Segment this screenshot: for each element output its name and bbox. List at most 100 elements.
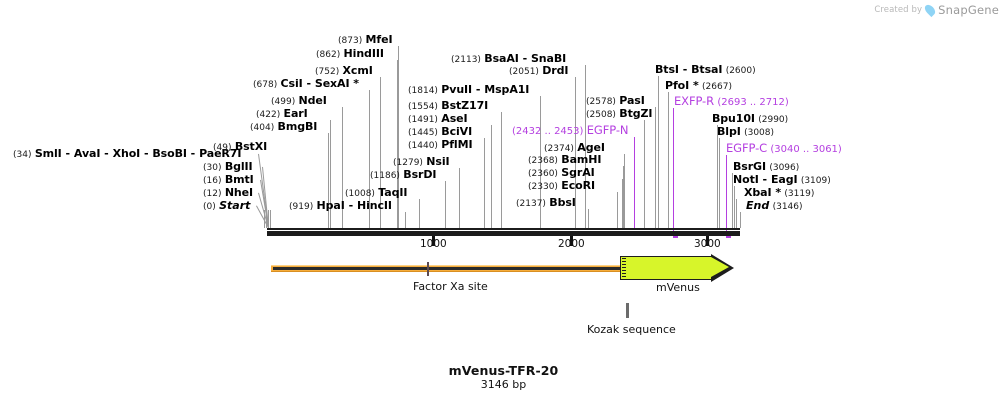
site-label-hindiii[interactable]: (862) HindIII (316, 48, 384, 61)
site-label-bpu10i[interactable]: Bpu10I (2990) (712, 113, 788, 126)
leader-line (719, 138, 721, 228)
site-label-agei[interactable]: (2374) AgeI (544, 142, 605, 155)
enzyme-name: CsiI (280, 77, 303, 90)
enzyme-name: AvaI (73, 147, 101, 160)
site-label-bsrdi[interactable]: (1186) BsrDI (370, 169, 436, 182)
site-label-bmgbi[interactable]: (404) BmgBI (250, 121, 317, 134)
site-names: MfeI (366, 34, 393, 46)
site-label-drdi[interactable]: (2051) DrdI (509, 65, 569, 78)
site-name-separator: - (518, 52, 531, 65)
enzyme-name: BamHI (561, 153, 602, 166)
site-label-eari[interactable]: (422) EarI (256, 108, 308, 121)
site-names: BstXI (235, 141, 267, 153)
site-label-start[interactable]: (0) Start (203, 200, 250, 213)
site-label-exfp-r[interactable]: EXFP-R (2693 .. 2712) (674, 95, 789, 108)
enzyme-name: XcmI (342, 64, 373, 77)
leader-line (621, 179, 623, 228)
enzyme-name: BciVI (441, 125, 473, 138)
site-position: (1814) (408, 86, 438, 96)
site-label-ndei[interactable]: (499) NdeI (271, 95, 327, 108)
site-label-noti-eagi[interactable]: NotI - EagI (3109) (733, 174, 831, 187)
site-label-bstxi[interactable]: (49) BstXI (213, 141, 267, 154)
enzyme-name: BstZ17I (441, 99, 489, 112)
feature-arrow-mvenus[interactable] (620, 254, 734, 282)
site-label-nsii[interactable]: (1279) NsiI (393, 156, 450, 169)
site-label-bamhi[interactable]: (2368) BamHI (528, 154, 601, 167)
site-position: (873) (338, 36, 363, 46)
site-label-bsrgi[interactable]: BsrGI (3096) (733, 161, 799, 174)
site-names: HindIII (344, 48, 384, 60)
site-position: (0) (203, 202, 216, 212)
site-label-btsi-btsai[interactable]: BtsI - BtsaI (2600) (655, 64, 756, 77)
site-label-pasi[interactable]: (2578) PasI (586, 95, 645, 108)
site-name-separator: - (140, 147, 153, 160)
site-label-pvuii-mspa1i[interactable]: (1814) PvuII - MspA1I (408, 84, 529, 97)
site-names: NsiI (426, 156, 449, 168)
enzyme-name: BglII (224, 160, 253, 173)
mvenus-arrow-body (620, 256, 712, 280)
sequence-backbone[interactable] (267, 228, 740, 236)
site-label-bstz17i[interactable]: (1554) BstZ17I (408, 100, 488, 113)
site-label-btgzi[interactable]: (2508) BtgZI (586, 108, 652, 121)
site-name-separator: - (302, 77, 315, 90)
ruler-tick-3000 (706, 236, 709, 246)
site-label-mfei[interactable]: (873) MfeI (338, 34, 393, 47)
site-position: (3040 .. 3061) (770, 144, 842, 155)
leader-line (445, 181, 447, 228)
site-position: (1008) (345, 189, 375, 199)
enzyme-name: SnaBI (530, 52, 567, 65)
site-label-blpi[interactable]: BlpI (3008) (717, 126, 774, 139)
site-label-end[interactable]: End (3146) (746, 200, 803, 213)
site-names: BciVI (441, 126, 472, 138)
site-label-egfp-n[interactable]: (2432 .. 2453) EGFP-N (512, 124, 629, 137)
feature-caption-mvenus[interactable]: mVenus (656, 281, 700, 294)
construct-arrow-core (273, 267, 721, 270)
site-label-ecori[interactable]: (2330) EcoRI (528, 180, 595, 193)
site-label-taqii[interactable]: (1008) TaqII (345, 187, 407, 200)
site-asterisk: * (349, 77, 360, 90)
site-names: NotI - EagI (733, 174, 798, 186)
enzyme-name: NdeI (298, 94, 327, 107)
site-label-bcivi[interactable]: (1445) BciVI (408, 126, 472, 139)
feature-caption-kozak-sequence[interactable]: Kozak sequence (587, 323, 676, 336)
site-label-egfp-c[interactable]: EGFP-C (3040 .. 3061) (726, 142, 842, 155)
site-position: (1440) (408, 141, 438, 151)
enzyme-name: NheI (224, 186, 254, 199)
site-position: (404) (250, 123, 275, 133)
site-label-xbai[interactable]: XbaI * (3119) (744, 187, 814, 200)
site-label-bglii[interactable]: (30) BglII (203, 161, 253, 174)
site-label-bmti[interactable]: (16) BmtI (203, 174, 254, 187)
enzyme-name: BtsaI (691, 63, 723, 76)
site-label-bbsi[interactable]: (2137) BbsI (516, 197, 576, 210)
site-label-hpai-hincii[interactable]: (919) HpaI - HincII (289, 200, 392, 213)
site-asterisk: * (771, 186, 782, 199)
enzyme-name: XbaI (744, 186, 772, 199)
enzyme-name: AgeI (577, 141, 605, 154)
site-label-pflmi[interactable]: (1440) PflMI (408, 139, 473, 152)
site-label-csii-sexai[interactable]: (678) CsiI - SexAI * (253, 78, 359, 91)
site-label-bsaai-snabi[interactable]: (2113) BsaAI - SnaBI (451, 53, 566, 66)
site-label-xcmi[interactable]: (752) XcmI (315, 65, 373, 78)
enzyme-name: TaqII (378, 186, 408, 199)
site-names: TaqII (378, 187, 407, 199)
site-label-asei[interactable]: (1491) AseI (408, 113, 468, 126)
site-position: (2990) (758, 115, 789, 125)
site-position: (422) (256, 110, 281, 120)
feature-caption-factor-xa-site[interactable]: Factor Xa site (413, 280, 488, 293)
site-position: (1445) (408, 128, 438, 138)
site-label-pfoi[interactable]: PfoI * (2667) (665, 80, 732, 93)
site-position: (34) (13, 150, 32, 160)
site-names: Start (219, 200, 250, 212)
site-label-nhei[interactable]: (12) NheI (203, 187, 253, 200)
enzyme-name: HincII (356, 199, 392, 212)
site-names: EarI (284, 108, 308, 120)
leader-line (264, 210, 265, 228)
enzyme-name: PvuII (441, 83, 473, 96)
site-position: (919) (289, 202, 314, 212)
leader-line (266, 210, 267, 228)
site-label-smli-avai-xhoi-bsobi-paer7i[interactable]: (34) SmlI - AvaI - XhoI - BsoBI - PaeR7I (13, 148, 241, 161)
leader-line (735, 199, 737, 228)
enzyme-name: SgrAI (561, 166, 595, 179)
site-names: BtsI - BtsaI (655, 64, 722, 76)
site-label-sgrai[interactable]: (2360) SgrAI (528, 167, 595, 180)
